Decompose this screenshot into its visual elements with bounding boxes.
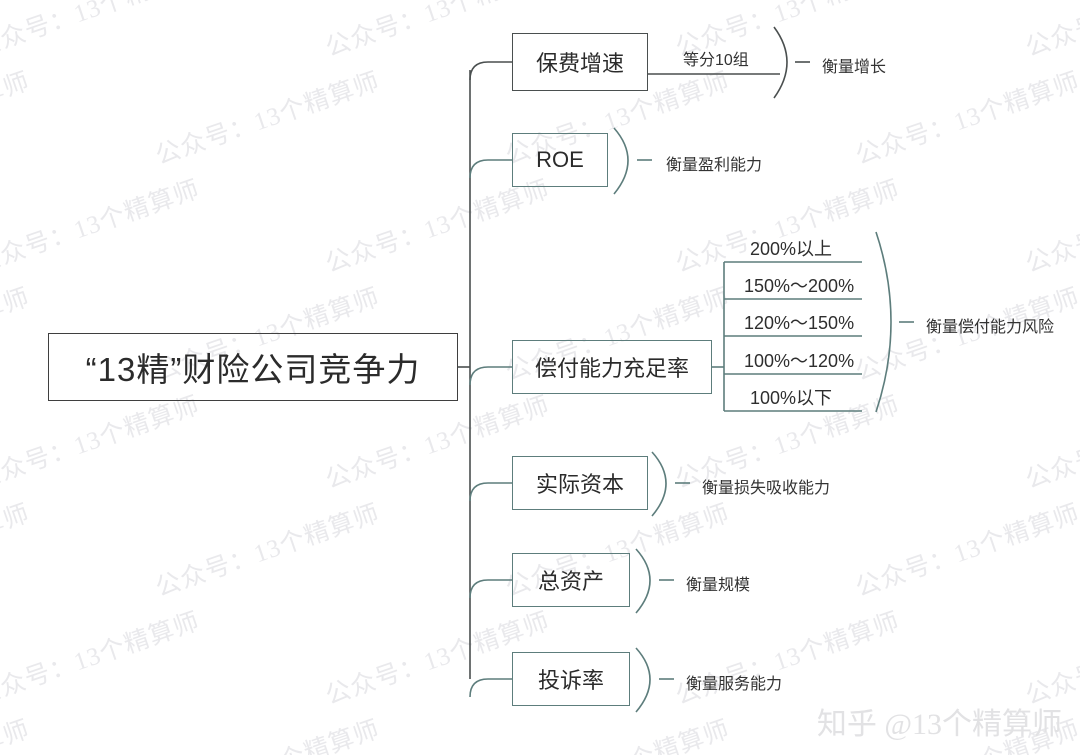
- watermark-tile: 公众号：13个精算师: [500, 709, 734, 755]
- watermark-tile: 公众号：13个精算师: [672, 608, 904, 711]
- subitem-solvency-2[interactable]: 120%～150%: [744, 313, 855, 333]
- outcome-total-assets: 衡量规模: [686, 577, 751, 594]
- watermark-tile: 公众号：13个精算师: [0, 709, 34, 755]
- branch-label: 实际资本: [535, 472, 624, 497]
- watermark-tile: 公众号：13个精算师: [1022, 0, 1080, 63]
- branch-node-solvency-ratio[interactable]: 偿付能力充足率: [512, 340, 712, 394]
- watermark-tile: 公众号：13个精算师: [152, 500, 384, 603]
- watermark-tile: 公众号：13个精算师: [0, 392, 204, 495]
- subitem-solvency-3[interactable]: 100%～120%: [744, 351, 855, 371]
- branch-label: 偿付能力充足率: [534, 356, 689, 381]
- watermark-tile: 公众号：13个精算师: [1022, 392, 1080, 495]
- watermark-tile: 公众号：13个精算师: [0, 500, 34, 603]
- root-node[interactable]: “13精”财险公司竞争力: [48, 333, 458, 401]
- branch-label: 保费增速: [535, 51, 624, 76]
- branch-node-roe[interactable]: ROE: [512, 133, 608, 187]
- subitem-solvency-0[interactable]: 200%以上: [750, 239, 833, 259]
- branch-node-premium-growth[interactable]: 保费增速: [512, 33, 648, 91]
- outcome-roe: 衡量盈利能力: [666, 157, 763, 174]
- branch-node-complaint-rate[interactable]: 投诉率: [512, 652, 630, 706]
- watermark-tile: 公众号：13个精算师: [852, 68, 1080, 171]
- root-node-label: “13精”财险公司竞争力: [85, 351, 421, 388]
- watermark-tile: 公众号：13个精算师: [1022, 176, 1080, 279]
- subitem-solvency-4[interactable]: 100%以下: [750, 388, 833, 408]
- watermark-tile: 公众号：13个精算师: [0, 0, 204, 63]
- branch-node-actual-capital[interactable]: 实际资本: [512, 456, 648, 510]
- outcome-premium-growth: 衡量增长: [822, 59, 887, 76]
- branch-label: 总资产: [537, 569, 604, 594]
- watermark-tile: 公众号：13个精算师: [672, 176, 904, 279]
- zhihu-corner-watermark: 知乎 @13个精算师: [816, 708, 1062, 741]
- watermark-tile: 公众号：13个精算师: [0, 68, 34, 171]
- branch-node-total-assets[interactable]: 总资产: [512, 553, 630, 607]
- subitem-solvency-1[interactable]: 150%～200%: [744, 276, 855, 296]
- watermark-tile: 公众号：13个精算师: [0, 608, 204, 711]
- branch-label: ROE: [536, 147, 584, 172]
- watermark-tile: 公众号：13个精算师: [1022, 608, 1080, 711]
- watermark-tile: 公众号：13个精算师: [150, 709, 384, 755]
- watermark-tile: 公众号：13个精算师: [152, 68, 384, 171]
- watermark-tile: 公众号：13个精算师: [852, 500, 1080, 603]
- outcome-solvency-ratio: 衡量偿付能力风险: [926, 319, 1055, 336]
- branch-label: 投诉率: [537, 668, 604, 693]
- outcome-actual-capital: 衡量损失吸收能力: [702, 480, 831, 497]
- watermark-tile: 公众号：13个精算师: [0, 284, 34, 387]
- watermark-tile: 公众号：13个精算师: [0, 176, 204, 279]
- outcome-complaint-rate: 衡量服务能力: [686, 676, 783, 693]
- edge-label-premium-growth: 等分10组: [683, 52, 749, 69]
